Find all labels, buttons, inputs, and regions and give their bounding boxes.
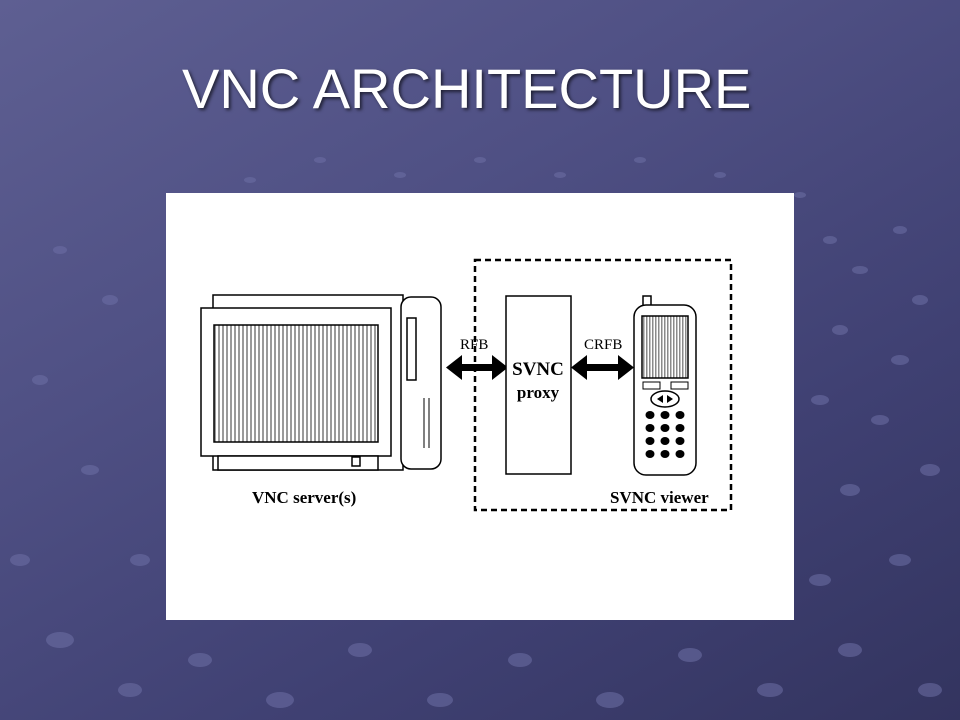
architecture-figure: RFB CRFB SVNC proxy VNC server(s) SVNC v… bbox=[166, 193, 794, 620]
phone-soft-key-left bbox=[642, 381, 661, 390]
phone-icon bbox=[633, 295, 697, 476]
rfb-link-arrow bbox=[446, 355, 508, 380]
server-label: VNC server(s) bbox=[252, 488, 356, 507]
rfb-label: RFB bbox=[460, 337, 488, 353]
phone-screen bbox=[641, 315, 689, 379]
phone-soft-key-right bbox=[670, 381, 689, 390]
architecture-diagram: RFB CRFB SVNC proxy VNC server(s) SVNC v… bbox=[200, 258, 733, 512]
phone-keypad bbox=[645, 411, 685, 458]
slide-title: VNC ARCHITECTURE bbox=[182, 57, 752, 120]
mobile-domain-boundary bbox=[473, 258, 733, 512]
server-power-button bbox=[351, 456, 361, 467]
phone-nav-pad bbox=[650, 390, 680, 408]
server-monitor-base bbox=[217, 455, 379, 471]
svnc-proxy-box bbox=[505, 295, 572, 475]
viewer-label: SVNC viewer bbox=[610, 488, 709, 507]
proxy-label-line1: SVNC bbox=[512, 359, 564, 380]
server-drive-slot bbox=[406, 317, 417, 381]
crfb-label: CRFB bbox=[584, 337, 622, 353]
server-computer-icon bbox=[200, 294, 442, 471]
server-screen bbox=[213, 324, 379, 443]
crfb-link-arrow bbox=[571, 355, 634, 380]
proxy-label-line2: proxy bbox=[517, 383, 560, 402]
